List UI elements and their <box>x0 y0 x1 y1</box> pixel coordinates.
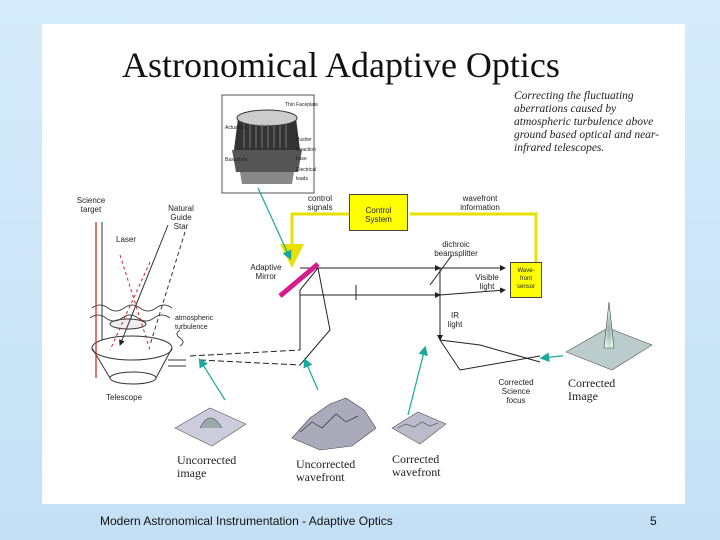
label-corrected-wavefront: Corrected wavefront <box>392 452 441 479</box>
label-uncorrected-image: Uncorrected image <box>177 453 237 480</box>
label-adaptive-mirror: Adaptive Mirror <box>250 263 282 281</box>
page-number: 5 <box>650 514 657 528</box>
optical-path <box>189 254 541 371</box>
label-corrected-science-focus: Corrected Science focus <box>498 378 534 405</box>
caption-text: Correcting the fluctuating aberrations c… <box>514 90 659 154</box>
pointer-arrows <box>198 187 571 416</box>
inset-label-pusher: Pusher <box>296 137 312 143</box>
telescope-drawing <box>89 304 186 385</box>
inset-label-thin-faceplate: Thin Faceplate <box>285 102 319 108</box>
inset-label-electrical-leads: Electrical leads <box>296 167 317 182</box>
corrected-wavefront-plot <box>391 411 447 445</box>
label-atmospheric-turbulence: atmospheric turbulence <box>175 315 214 331</box>
label-ir-light: IR light <box>447 311 463 329</box>
uncorrected-wavefront-plot <box>291 397 377 451</box>
label-dichroic-beamsplitter: dichroic beamsplitter <box>434 240 478 258</box>
footer-text: Modern Astronomical Instrumentation - Ad… <box>100 514 393 528</box>
label-telescope: Telescope <box>106 393 143 402</box>
control-loop <box>280 212 538 268</box>
adaptive-mirror <box>278 262 320 298</box>
label-uncorrected-wavefront: Uncorrected wavefront <box>296 457 356 484</box>
inset-label-actuators: Actuators <box>225 125 247 131</box>
label-science-target: Science target <box>76 196 106 214</box>
label-control-signals: control signals <box>307 194 333 212</box>
deformable-mirror-inset <box>221 94 315 194</box>
label-wavefront-information: wavefront information <box>460 194 500 212</box>
label-corrected-image: Corrected Image <box>568 376 616 403</box>
uncorrected-image-plot <box>174 407 247 447</box>
label-laser: Laser <box>116 235 137 244</box>
control-system-box: Control System <box>349 194 408 231</box>
slide-title: Astronomical Adaptive Optics <box>122 45 560 85</box>
inset-label-baseplate: Baseplate <box>225 157 248 163</box>
inset-label-reaction-base: Reaction base <box>296 147 316 162</box>
wavefront-sensor-box: Wave- front sensor <box>510 262 542 298</box>
label-visible-light: Visible light <box>475 273 499 291</box>
incoming-light-beams <box>95 222 186 378</box>
corrected-image-plot <box>563 300 655 372</box>
label-natural-guide-star: Natural Guide Star <box>168 204 194 231</box>
